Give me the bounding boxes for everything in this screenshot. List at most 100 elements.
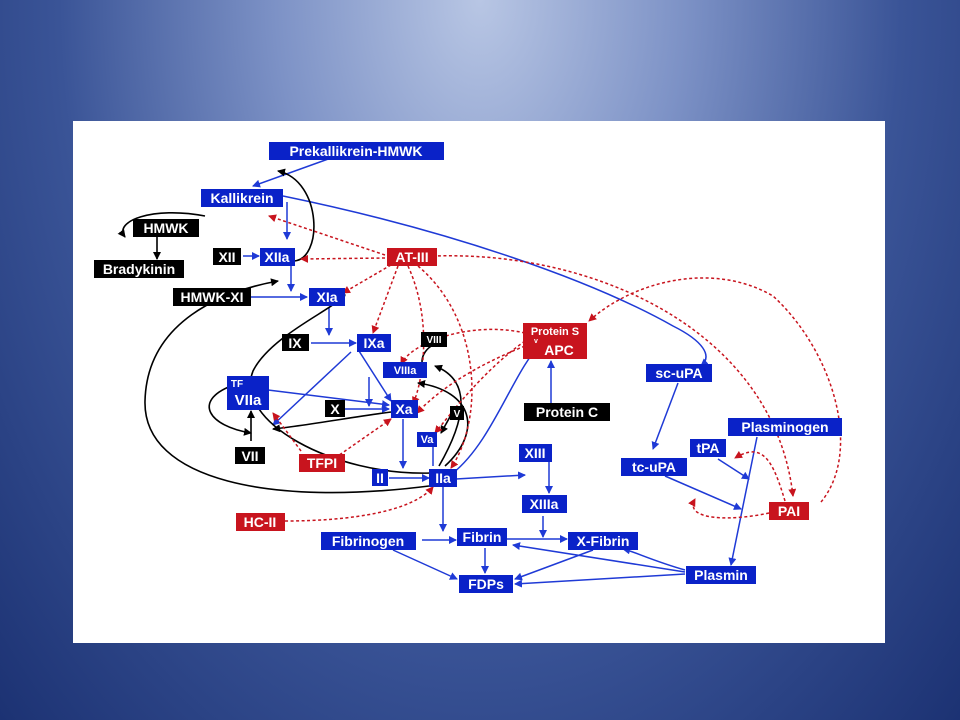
svg-text:V: V xyxy=(454,409,461,420)
edge-tpa-to-plasmin xyxy=(717,458,750,480)
node-tf-viia: TF VIIa xyxy=(227,376,269,410)
node-sc-upa: sc-uPA xyxy=(646,364,712,382)
node-xiii: XIII xyxy=(519,444,552,462)
edge-iia-to-xia-long-loop xyxy=(144,278,430,494)
svg-text:PAI: PAI xyxy=(778,503,800,519)
edge-plasmin-to-fibrin xyxy=(512,542,686,573)
tf-label: TF xyxy=(231,379,243,390)
node-bradykinin: Bradykinin xyxy=(94,260,184,278)
node-tfpi: TFPI xyxy=(299,454,345,472)
svg-text:II: II xyxy=(376,470,384,486)
edge-xiia-feedback-to-kallikrein xyxy=(277,168,315,262)
edge-pai-to-tpa xyxy=(734,450,786,502)
svg-text:HMWK: HMWK xyxy=(143,220,188,236)
svg-text:tPA: tPA xyxy=(696,440,719,456)
svg-text:Kallikrein: Kallikrein xyxy=(210,190,273,206)
svg-text:Plasmin: Plasmin xyxy=(694,567,748,583)
node-va: Va xyxy=(417,432,437,447)
edge-prekallikrein-to-kallikrein xyxy=(252,157,332,188)
svg-text:XIII: XIII xyxy=(524,445,545,461)
edge-hc-ii-to-iia xyxy=(284,486,434,522)
coagulation-cascade-diagram: Prekallikrein-HMWK Kallikrein HMWK XII X… xyxy=(94,142,842,593)
edge-fibrinogen-to-fdps xyxy=(392,549,458,580)
svg-text:VII: VII xyxy=(241,448,258,464)
edge-at-iii-to-ixa xyxy=(371,265,399,334)
node-viiia: VIIIa xyxy=(383,362,427,378)
edge-tfpi-to-viia xyxy=(272,412,302,452)
node-x: X xyxy=(325,400,345,417)
edge-kallikrein-to-sc-upa xyxy=(282,195,709,367)
svg-text:FDPs: FDPs xyxy=(468,576,504,592)
node-fibrinogen: Fibrinogen xyxy=(321,532,416,550)
svg-text:XIIIa: XIIIa xyxy=(530,496,559,512)
node-xiia: XIIa xyxy=(260,248,295,266)
node-xiiia: XIIIa xyxy=(522,495,567,513)
node-vii: VII xyxy=(235,447,265,464)
svg-text:X: X xyxy=(330,401,340,417)
svg-text:X-Fibrin: X-Fibrin xyxy=(577,533,630,549)
svg-text:VIIIa: VIIIa xyxy=(394,365,418,377)
edge-at-iii-to-iia xyxy=(417,265,473,469)
svg-text:XII: XII xyxy=(218,249,235,265)
svg-text:sc-uPA: sc-uPA xyxy=(655,365,702,381)
edge-at-iii-to-kallikrein xyxy=(268,214,386,256)
node-protein-c: Protein C xyxy=(524,403,610,421)
viia-label: VIIa xyxy=(235,392,262,409)
svg-text:IIa: IIa xyxy=(435,470,451,486)
edge-plasmin-to-fdps xyxy=(514,573,686,588)
edge-iia-to-xiiia xyxy=(455,471,526,480)
edge-plasminogen-to-plasmin xyxy=(728,436,758,566)
edge-at-iii-to-xiia xyxy=(300,254,386,263)
svg-text:HMWK-XI: HMWK-XI xyxy=(181,289,244,305)
node-at-iii: AT-III xyxy=(387,248,437,266)
node-hmwk: HMWK xyxy=(133,219,199,237)
svg-text:IX: IX xyxy=(288,335,302,351)
svg-text:XIa: XIa xyxy=(316,289,337,305)
node-fdps: FDPs xyxy=(459,575,513,593)
edge-v-to-va xyxy=(440,414,452,434)
edge-kallikrein-hmwk-loop xyxy=(117,212,206,238)
node-plasmin: Plasmin xyxy=(686,566,756,584)
svg-text:tc-uPA: tc-uPA xyxy=(632,459,676,475)
edge-ixa-to-xa xyxy=(358,350,392,402)
edge-x-fibrin-to-fdps xyxy=(514,549,594,581)
svg-text:Bradykinin: Bradykinin xyxy=(103,261,175,277)
svg-text:Va: Va xyxy=(421,434,435,446)
node-xii: XII xyxy=(213,248,241,265)
svg-text:Fibrinogen: Fibrinogen xyxy=(332,533,404,549)
node-ix: IX xyxy=(282,334,309,351)
node-plasminogen: Plasminogen xyxy=(728,418,842,436)
node-kallikrein: Kallikrein xyxy=(201,189,283,207)
node-fibrin: Fibrin xyxy=(457,528,507,546)
node-v: V xyxy=(450,406,464,420)
svg-text:Xa: Xa xyxy=(395,401,412,417)
node-tpa: tPA xyxy=(690,439,726,457)
svg-text:XIIa: XIIa xyxy=(265,249,290,265)
node-hmwk-xi: HMWK-XI xyxy=(173,288,251,306)
svg-text:HC-II: HC-II xyxy=(244,514,277,530)
node-ixa: IXa xyxy=(357,334,391,352)
edge-protein-s-to-va xyxy=(434,340,526,434)
edge-pai-to-protein-s xyxy=(588,277,842,503)
edge-tc-upa-to-plasmin xyxy=(664,475,742,510)
node-ii: II xyxy=(372,469,388,486)
node-hc-ii: HC-II xyxy=(236,513,285,531)
svg-text:AT-III: AT-III xyxy=(395,249,428,265)
svg-text:Protein C: Protein C xyxy=(536,404,598,420)
node-prekallikrein-hmwk: Prekallikrein-HMWK xyxy=(269,142,444,160)
edge-ixa-to-vii xyxy=(272,351,352,426)
node-viii: VIII xyxy=(421,332,447,347)
node-pai: PAI xyxy=(769,502,809,520)
edge-iia-to-v-feedback xyxy=(417,380,469,467)
edge-tfpi-to-xa xyxy=(334,418,392,459)
edge-pai-to-tc-upa xyxy=(688,498,770,519)
diagram-panel: Prekallikrein-HMWK Kallikrein HMWK XII X… xyxy=(73,121,885,643)
apc-label: APC xyxy=(544,342,574,358)
svg-text:IXa: IXa xyxy=(363,335,384,351)
node-protein-s-apc: Protein S v APC xyxy=(523,323,587,359)
svg-text:v: v xyxy=(534,338,538,345)
svg-text:TFPI: TFPI xyxy=(307,455,337,471)
protein-s-label: Protein S xyxy=(531,326,579,338)
edge-sc-upa-to-tc-upa xyxy=(651,382,679,450)
svg-text:Prekallikrein-HMWK: Prekallikrein-HMWK xyxy=(289,143,422,159)
